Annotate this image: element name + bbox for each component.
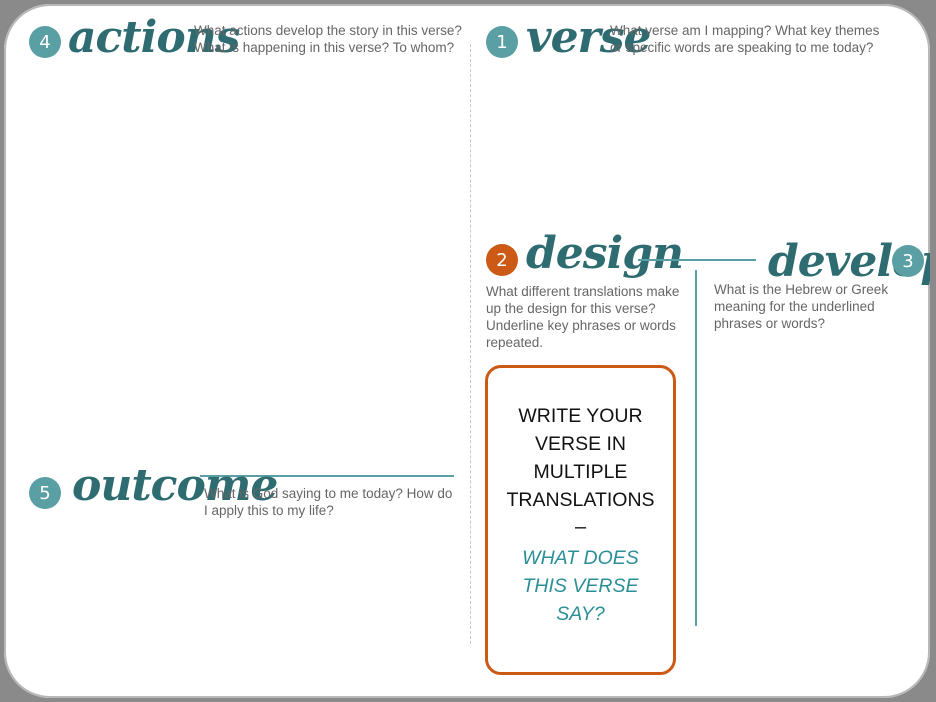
outcome-title: outcome <box>72 460 278 511</box>
design-develop-connector <box>638 259 756 261</box>
outcome-prompt: What is God saying to me today? How do I… <box>204 486 453 518</box>
outcome-rule <box>200 475 454 477</box>
card-dash: – <box>574 516 587 538</box>
verse-prompt: What verse am I mapping? What key themes… <box>610 23 880 55</box>
card-question: WHAT DOES THIS VERSE SAY? <box>522 547 639 625</box>
actions-prompt: What actions develop the story in this v… <box>194 23 462 55</box>
design-title: design <box>526 228 684 279</box>
step-badge-5: 5 <box>29 477 61 509</box>
develop-vertical-line <box>695 270 697 626</box>
verse-mapping-sheet: 4 actions What actions develop the story… <box>4 4 930 698</box>
card-instruction: WRITE YOUR VERSE IN MULTIPLE TRANSLATION… <box>506 405 655 511</box>
step-badge-4: 4 <box>29 26 61 58</box>
step-badge-3: 3 <box>892 245 924 277</box>
verse-title: verse <box>526 12 652 63</box>
step-badge-1: 1 <box>486 26 518 58</box>
center-divider <box>470 44 471 644</box>
actions-title: actions <box>68 12 240 63</box>
develop-prompt: What is the Hebrew or Greek meaning for … <box>714 282 889 331</box>
design-prompt: What different translations make up the … <box>486 284 680 350</box>
write-verse-card: WRITE YOUR VERSE IN MULTIPLE TRANSLATION… <box>485 365 676 675</box>
step-badge-2: 2 <box>486 244 518 276</box>
